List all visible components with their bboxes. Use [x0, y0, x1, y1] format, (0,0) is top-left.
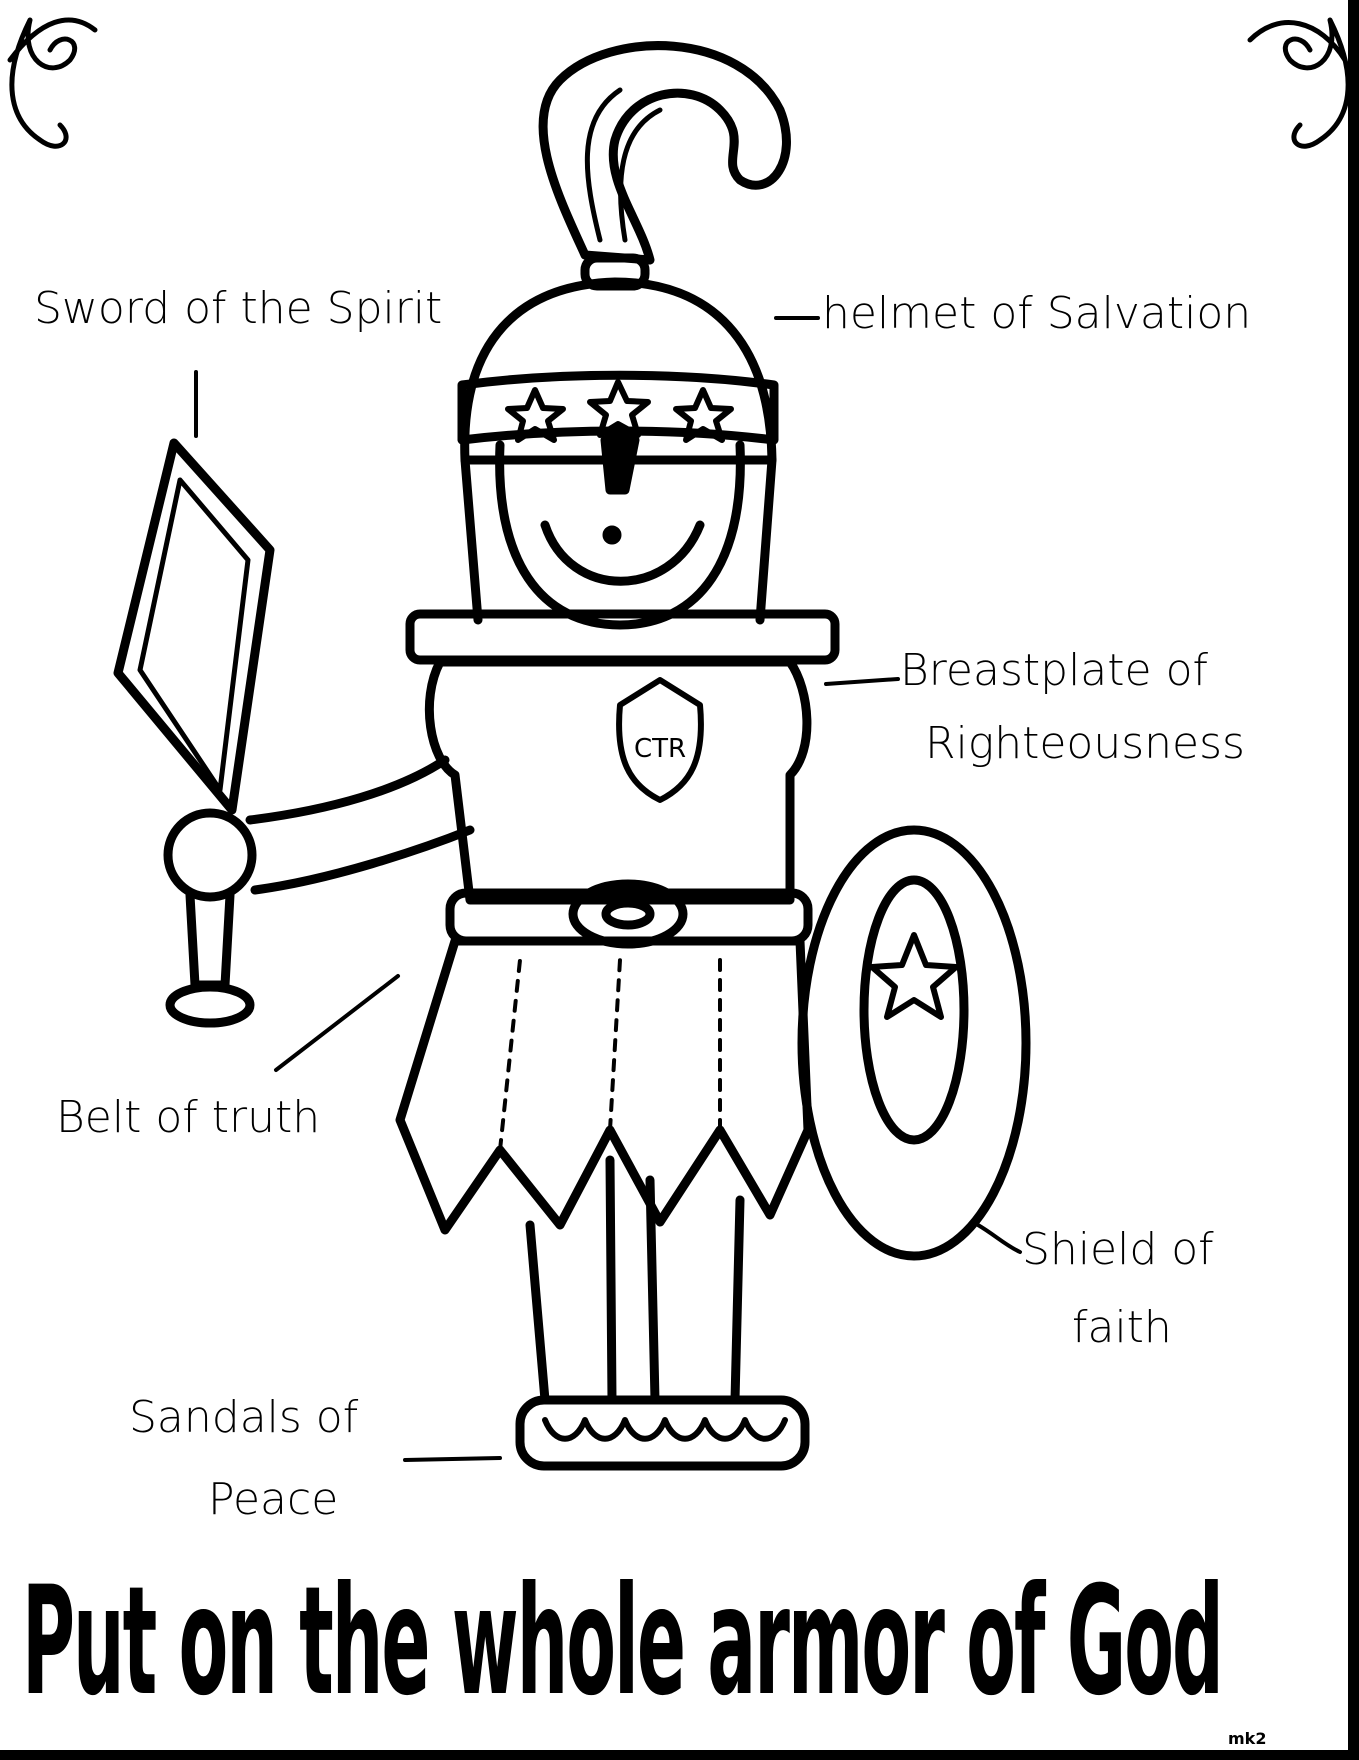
blade-inner [137, 477, 251, 793]
label-breastplate-line1: Breastplate of [900, 645, 1208, 696]
shield-inner [859, 875, 969, 1145]
label-shield-line1: Shield of [1022, 1224, 1214, 1275]
sword-pommel [165, 982, 255, 1028]
tunic-skirt [395, 936, 813, 1235]
arm [245, 755, 475, 895]
helmet [460, 277, 777, 465]
nose [600, 435, 640, 495]
helmet-sides [460, 455, 777, 625]
sword-hilt [163, 808, 257, 902]
sandals-of-peace [515, 1395, 810, 1471]
skirt-stitching [498, 958, 722, 1152]
artist-signature: mk2 [1228, 1729, 1267, 1748]
emblem-text: CTR [634, 734, 686, 764]
label-helmet: helmet of Salvation [822, 288, 1252, 339]
star-icon [673, 387, 734, 443]
label-leaders [194, 316, 1022, 1462]
shield-of-faith [797, 825, 1031, 1261]
plume-detail [584, 87, 663, 243]
label-breastplate-line2: Righteousness [925, 718, 1245, 769]
helmet-headband [457, 370, 779, 445]
star-icon [505, 387, 566, 443]
shield-star-icon [869, 932, 959, 1020]
page-title: Put on the whole armor of God [22, 1555, 1224, 1729]
label-sword: Sword of the Spirit [34, 283, 443, 334]
buckle-inner [601, 898, 655, 930]
label-belt: Belt of truth [56, 1092, 321, 1143]
border-right [1348, 0, 1359, 1760]
face [495, 440, 745, 630]
emblem-shield [616, 677, 704, 803]
label-shield-line2: faith [1072, 1302, 1172, 1353]
sandal-straps [542, 1417, 788, 1442]
helmet-stars [505, 379, 734, 443]
sword-blade [113, 438, 275, 815]
star-icon [587, 379, 651, 438]
corner-flourish-right [1247, 17, 1351, 149]
border-bottom [0, 1750, 1359, 1760]
label-sandals-line1: Sandals of [129, 1392, 359, 1443]
corner-flourish-left [7, 17, 98, 149]
helmet-plume [538, 41, 791, 265]
mouth-dot [602, 525, 622, 545]
smile [540, 520, 705, 586]
legs [525, 1155, 745, 1405]
label-sandals-line2: Peace [208, 1474, 339, 1525]
breastplate [424, 657, 812, 905]
sword-handle [185, 890, 235, 990]
